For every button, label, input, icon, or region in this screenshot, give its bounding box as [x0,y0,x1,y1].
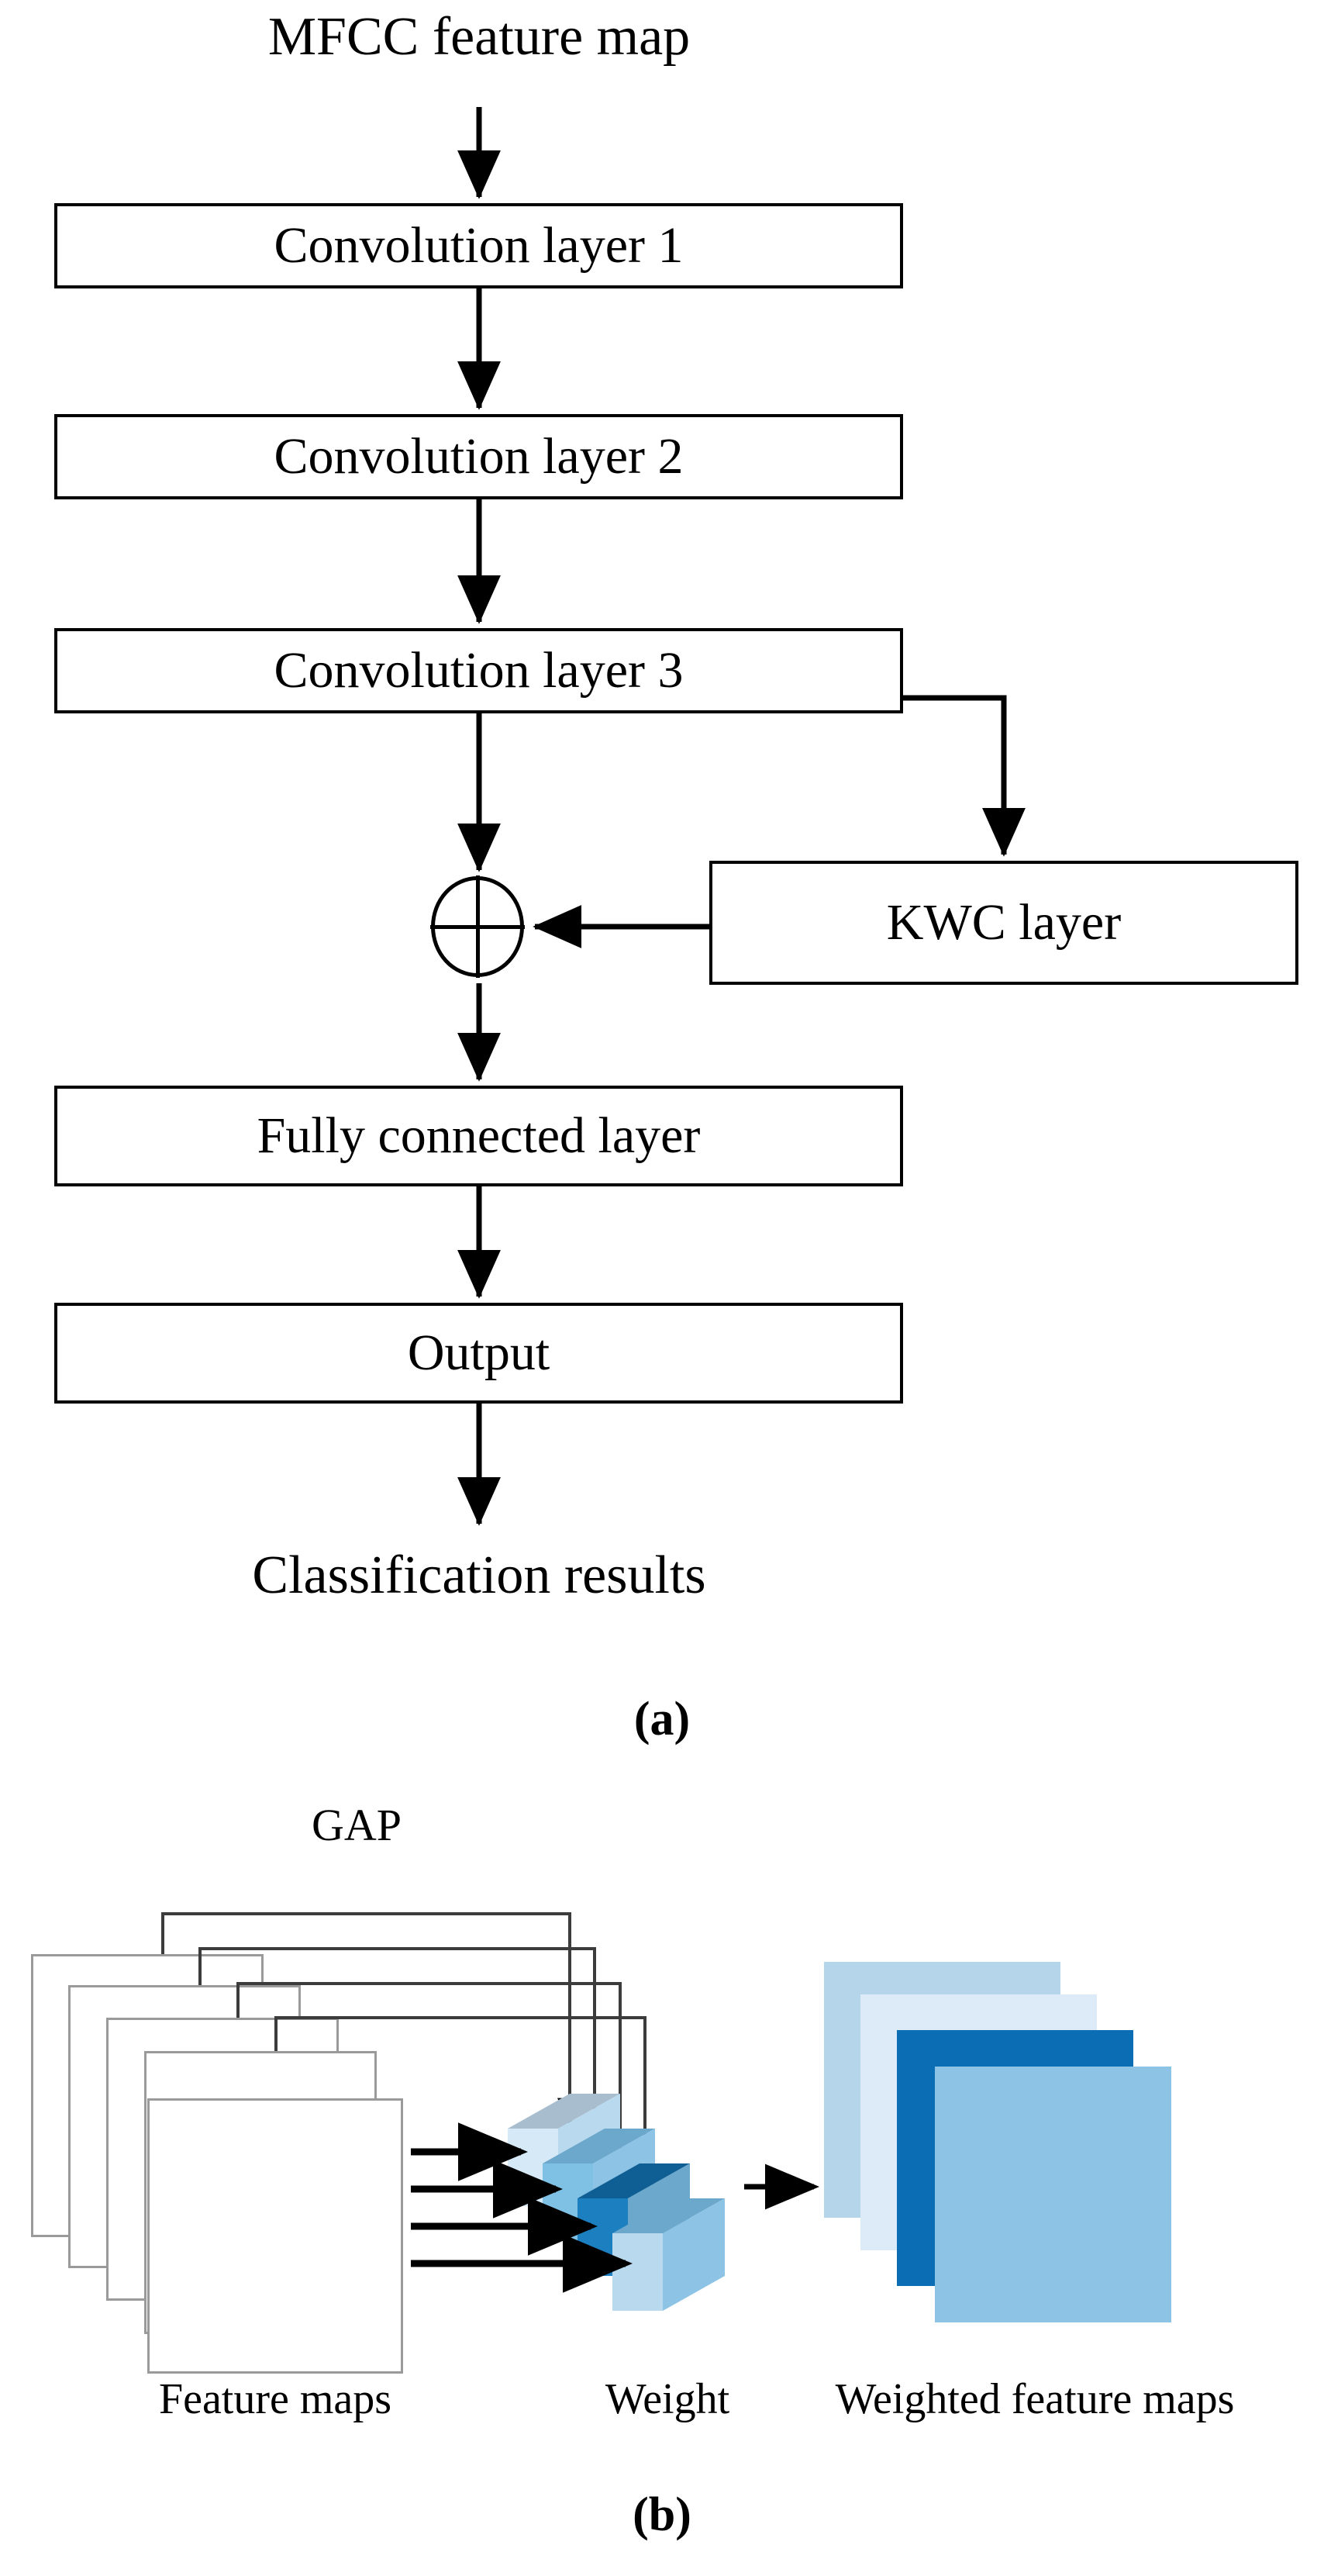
panel-a-input-label: MFCC feature map [267,7,691,67]
weight-slab-2-side [593,2129,655,2241]
weight-slab-4-side [663,2198,725,2311]
block-label: Fully connected layer [257,1107,701,1164]
block-kwc-layer[interactable]: KWC layer [709,861,1298,985]
weight-block-3d [508,2094,725,2311]
panel-a-output-label: Classification results [252,1545,706,1605]
block-convolution-layer-3[interactable]: Convolution layer 3 [54,628,903,713]
feature-map-5 [147,2098,403,2374]
block-convolution-layer-1[interactable]: Convolution layer 1 [54,203,903,288]
sum-junction-icon [430,875,525,978]
weight-slab-1-side [558,2094,620,2206]
panel-b-caption: (b) [633,2488,691,2541]
block-label: Convolution layer 3 [274,642,684,699]
weighted-feature-maps-label: Weighted feature maps [835,2375,1235,2423]
weight-label: Weight [605,2375,730,2423]
gap-label: GAP [311,1800,402,1850]
block-fully-connected-layer[interactable]: Fully connected layer [54,1086,903,1186]
block-label: Output [407,1324,550,1381]
panel-a-caption: (a) [633,1693,691,1746]
block-label: Convolution layer 2 [274,428,684,485]
weighted-feature-map-4 [935,2067,1171,2322]
weight-slab-2-front [543,2163,593,2241]
weight-slab-4-front [612,2233,663,2311]
weight-slab-1-front [508,2129,558,2206]
weight-slab-3-top [578,2163,690,2198]
block-label: KWC layer [886,894,1122,951]
block-output[interactable]: Output [54,1303,903,1404]
weight-slab-2-top [543,2129,655,2163]
arrow-conv3-to-kwc [903,695,1026,857]
block-convolution-layer-2[interactable]: Convolution layer 2 [54,414,903,499]
weight-slab-3-side [628,2163,690,2276]
weight-slab-4-top [612,2198,725,2233]
plus-vertical-stroke [476,875,480,978]
feature-maps-label: Feature maps [158,2375,392,2423]
weight-slab-1-top [508,2094,620,2129]
weight-slab-3-front [578,2198,628,2276]
block-label: Convolution layer 1 [274,217,684,274]
